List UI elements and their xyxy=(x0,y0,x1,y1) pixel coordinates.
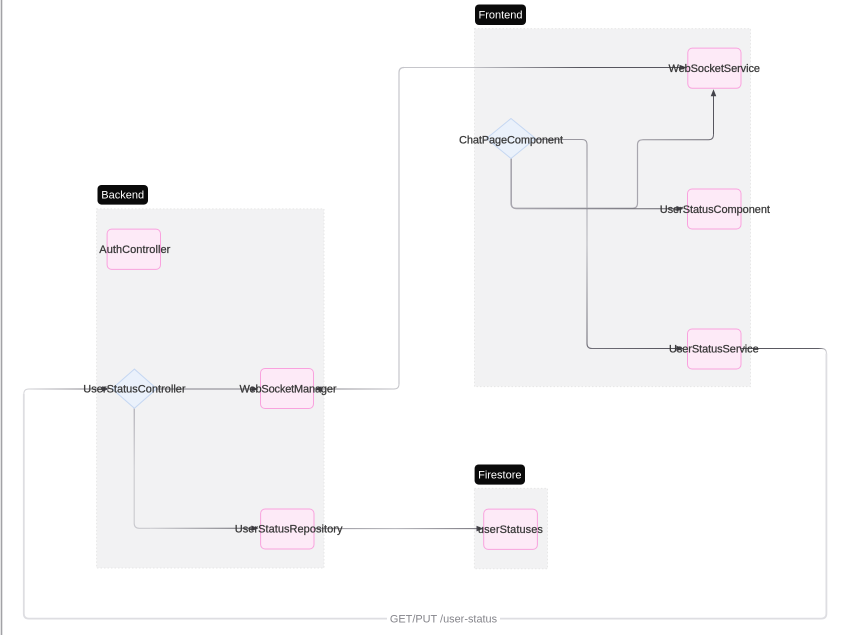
svg-text:UserStatusRepository: UserStatusRepository xyxy=(235,524,343,536)
svg-text:AuthController: AuthController xyxy=(99,244,170,256)
svg-text:Firestore: Firestore xyxy=(478,470,521,482)
svg-text:WebSocketService: WebSocketService xyxy=(669,63,761,75)
svg-text:ChatPageComponent: ChatPageComponent xyxy=(459,134,563,146)
svg-text:userStatuses: userStatuses xyxy=(478,524,544,536)
svg-text:UserStatusController: UserStatusController xyxy=(83,384,186,396)
svg-text:UserStatusComponent: UserStatusComponent xyxy=(660,204,770,216)
svg-text:Backend: Backend xyxy=(101,190,144,202)
svg-text:Frontend: Frontend xyxy=(478,10,522,22)
svg-text:GET/PUT /user-status: GET/PUT /user-status xyxy=(390,614,498,626)
svg-text:WebSocketManager: WebSocketManager xyxy=(240,384,337,396)
svg-text:UserStatusService: UserStatusService xyxy=(669,344,759,356)
